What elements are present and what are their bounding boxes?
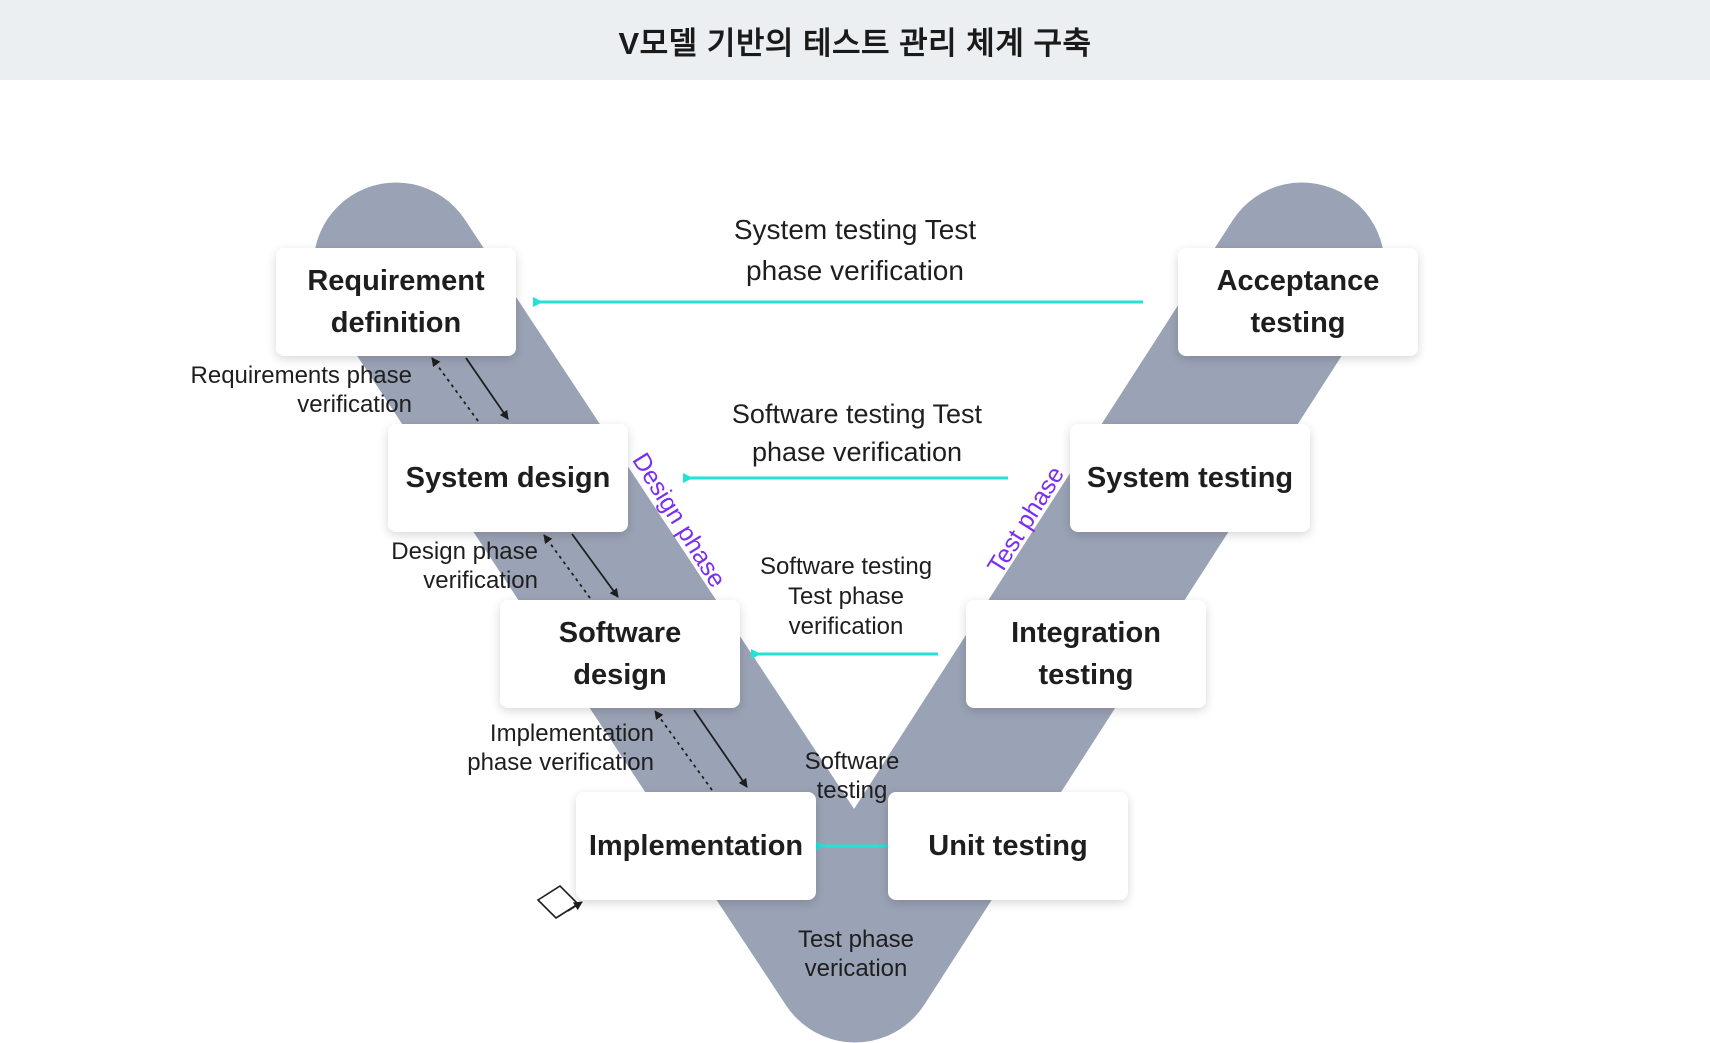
acceptance-testing-label: Acceptance testing [1216,264,1380,339]
integration-cross-label: Software testing Test phase verification [759,553,933,640]
system-design-label: System design [405,461,611,494]
design-phase-verification-label: Design phase verification [391,538,538,594]
acceptance-testing-box: Acceptance testing [1178,248,1418,356]
bottom-test-verification-label: Test phase verication [797,926,915,982]
system-testing-label: System testing [1086,461,1294,494]
unit-testing-label: Unit testing [928,829,1088,862]
integration-testing-box: Integration testing [966,600,1206,708]
requirement-definition-box: Requirement definition [276,248,516,356]
unit-testing-box: Unit testing [888,792,1128,900]
implementation-box: Implementation [576,792,816,900]
impl-dotted-arrow [654,710,713,791]
design-dotted-arrow [543,534,591,599]
unit-cross-label: Software testing [804,748,900,804]
system-testing-box: System testing [1070,424,1310,532]
requirement-definition-label: Requirement definition [307,264,485,339]
requirements-phase-verification-label: Requirements phase verification [190,362,412,418]
page-title: V모델 기반의 테스트 관리 체계 구축 [0,0,1710,80]
acceptance-cross-label: System testing Test phase verification [733,214,977,286]
req-dotted-arrow [431,357,479,422]
implementation-label: Implementation [588,829,804,862]
software-design-label: Software design [558,616,682,691]
design-solid-arrow [571,533,619,598]
integration-testing-label: Integration testing [1011,616,1161,691]
small-arrow-icon [536,884,583,920]
software-design-box: Software design [500,600,740,708]
req-solid-arrow [465,357,509,420]
system-design-box: System design [388,424,628,532]
implementation-phase-verification-label: Implementation phase verification [467,720,654,776]
impl-solid-arrow [693,709,748,788]
system-cross-label: Software testing Test phase verification [731,399,983,467]
